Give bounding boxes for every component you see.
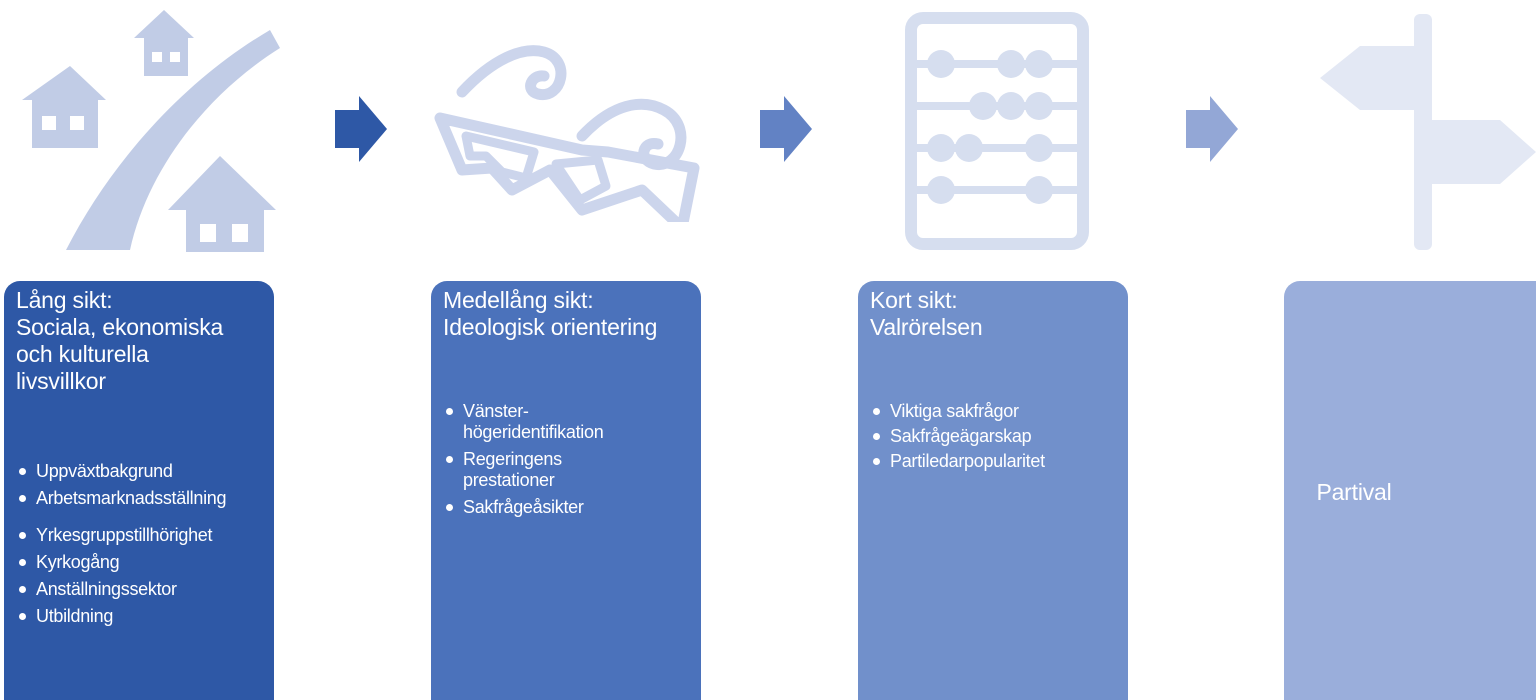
stage-box-outcome: Partival (1284, 281, 1536, 700)
list-item: Sakfrågeåsikter (443, 497, 697, 518)
stage-box-long-term: Lång sikt: Sociala, ekonomiska och kultu… (4, 281, 274, 700)
stage-title-line: Medellång sikt: (443, 287, 594, 313)
list-item: Viktiga sakfrågor (870, 401, 1124, 422)
stage-title-line: Lång sikt: (16, 287, 113, 313)
stage-title-line: och kulturella (16, 341, 149, 367)
right-arrow-icon (760, 96, 812, 162)
stage-title-line: Valrörelsen (870, 314, 983, 340)
3d-glasses-icon (434, 45, 700, 222)
factor-list: Vänster- högeridentifikation Regeringens… (443, 401, 697, 524)
list-item: Vänster- högeridentifikation (443, 401, 697, 443)
right-arrow-icon (335, 96, 387, 162)
list-item: Yrkesgruppstillhörighet (16, 525, 270, 546)
list-item: Uppväxtbakgrund (16, 461, 270, 482)
list-item: Sakfrågeägarskap (870, 426, 1124, 447)
list-item: Anställningssektor (16, 579, 270, 600)
signpost-icon (1320, 14, 1536, 250)
stage-box-medium-term: Medellång sikt: Ideologisk orientering V… (431, 281, 701, 700)
list-item: Partiledarpopularitet (870, 451, 1124, 472)
list-item: Regeringens prestationer (443, 449, 697, 491)
stage-title-line: livsvillkor (16, 368, 106, 394)
stage-title-line: Ideologisk orientering (443, 314, 658, 340)
factor-list: Uppväxtbakgrund Arbetsmarknadsställning … (16, 461, 270, 633)
list-item: Arbetsmarknadsställning (16, 488, 270, 509)
factor-list: Viktiga sakfrågor Sakfrågeägarskap Parti… (870, 401, 1124, 476)
stage-title-line: Kort sikt: (870, 287, 958, 313)
stage-box-short-term: Kort sikt: Valrörelsen Viktiga sakfrågor… (858, 281, 1128, 700)
stage-title: Medellång sikt: Ideologisk orientering (443, 287, 695, 341)
stage-title-line: Sociala, ekonomiska (16, 314, 224, 340)
right-arrow-icon (1186, 96, 1238, 162)
list-item: Kyrkogång (16, 552, 270, 573)
stage-title: Kort sikt: Valrörelsen (870, 287, 1122, 341)
stage-title: Lång sikt: Sociala, ekonomiska och kultu… (16, 287, 268, 395)
houses-road-icon (22, 10, 280, 252)
outcome-label: Partival (1316, 479, 1392, 505)
list-item: Utbildning (16, 606, 270, 627)
abacus-icon (905, 12, 1089, 250)
